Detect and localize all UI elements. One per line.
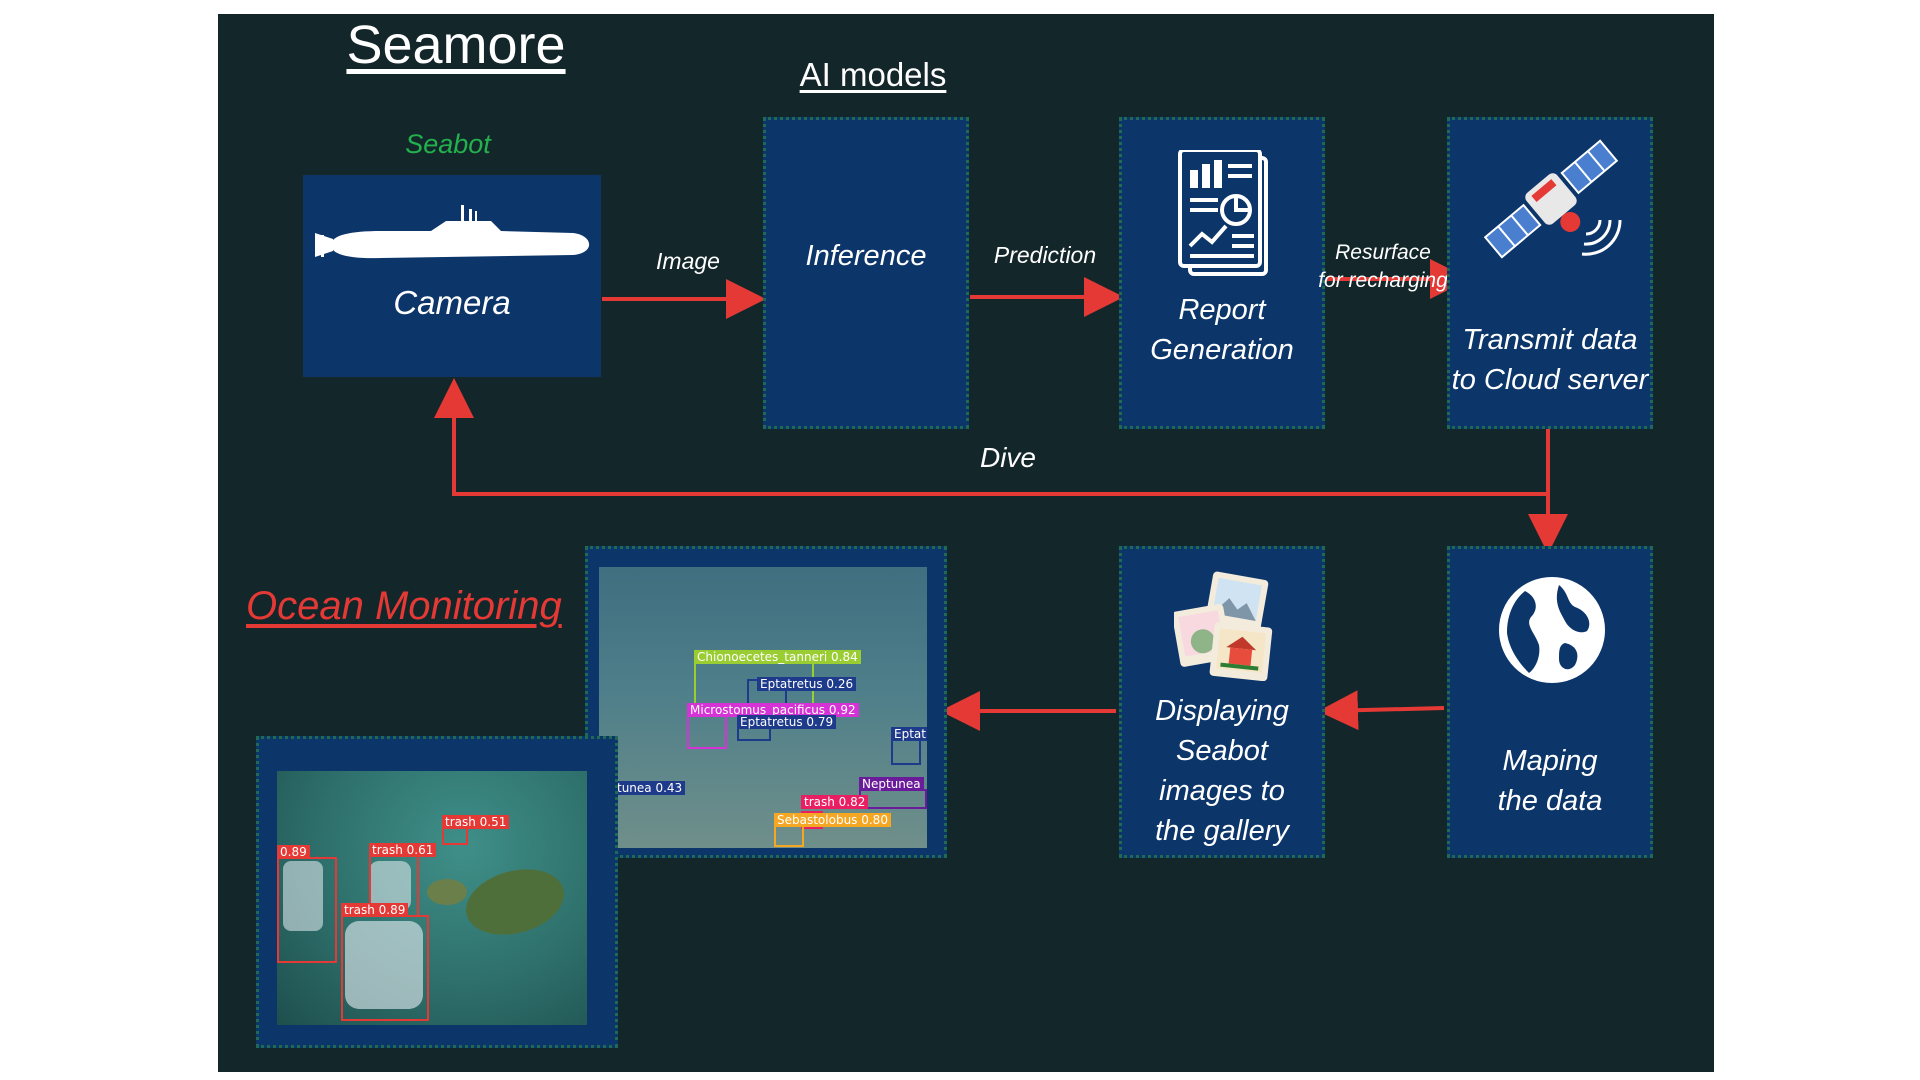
globe-icon	[1499, 577, 1605, 683]
detection-label: Eptatretus 0.26	[757, 677, 857, 691]
inference-node: Inference	[763, 117, 969, 429]
turtle-image: trash 0.51 0.89 trash 0.61 trash 0.89	[277, 771, 587, 1025]
detection-box	[859, 789, 927, 809]
mapping-node: Maping the data	[1447, 546, 1653, 858]
edge-label-recharging: for recharging	[1318, 269, 1448, 292]
mapping-label-line1: Maping	[1502, 745, 1598, 777]
page-title: Seamore	[346, 15, 566, 75]
turtle-detection-panel: trash 0.51 0.89 trash 0.61 trash 0.89	[256, 736, 618, 1048]
turtle-head	[427, 879, 467, 905]
detection-box	[341, 915, 429, 1021]
report-icon	[1178, 150, 1268, 276]
detection-box	[774, 825, 804, 847]
detection-label: 0.89	[277, 845, 310, 859]
diagram-canvas: Seamore AI models Seabot Camera Image In…	[218, 14, 1714, 1072]
turtle-shape	[458, 859, 572, 945]
detection-label: trash 0.89	[341, 903, 409, 917]
seafloor-detection-panel: Chionoecetes_tanneri 0.84 Eptatretus 0.2…	[585, 546, 947, 858]
gallery-label-line2: Seabot	[1176, 735, 1268, 767]
satellite-icon	[1483, 139, 1622, 259]
gallery-label-line4: the gallery	[1155, 815, 1289, 847]
detection-box	[442, 827, 468, 845]
arrow-dive	[434, 378, 1550, 496]
edge-label-prediction: Prediction	[993, 242, 1097, 268]
arrow-mapping-to-gallery	[1318, 690, 1445, 731]
gallery-node: Displaying Seabot images to the gallery	[1119, 546, 1325, 858]
plastic-bag	[369, 861, 411, 911]
edge-label-image: Image	[656, 248, 720, 274]
mapping-label-line2: the data	[1497, 785, 1603, 817]
report-label-line1: Report	[1178, 294, 1266, 326]
detection-label: Eptat	[891, 727, 927, 741]
transmit-label-line2: to Cloud server	[1451, 364, 1649, 396]
seabot-label: Seabot	[405, 129, 491, 159]
report-label-line2: Generation	[1150, 334, 1294, 366]
transmit-node: Transmit data to Cloud server	[1447, 117, 1653, 429]
submarine-icon	[315, 205, 590, 259]
edge-label-dive: Dive	[979, 442, 1036, 473]
detection-box	[891, 737, 921, 765]
report-generation-node: Report Generation	[1119, 117, 1325, 429]
detection-label: trash 0.61	[369, 843, 437, 857]
detection-label: Neptunea	[859, 777, 924, 791]
detection-label: trash 0.82	[801, 795, 869, 809]
detection-label: Eptatretus 0.79	[737, 715, 837, 729]
photos-icon	[1174, 571, 1273, 681]
detection-label: eptunea 0.43	[599, 781, 686, 795]
detection-box	[687, 715, 727, 749]
edge-label-resurface: Resurface	[1335, 241, 1431, 264]
detection-box	[277, 857, 337, 963]
seafloor-image: Chionoecetes_tanneri 0.84 Eptatretus 0.2…	[599, 567, 927, 848]
connectors	[434, 259, 1568, 731]
detection-label: trash 0.51	[442, 815, 510, 829]
gallery-label-line3: images to	[1159, 775, 1285, 807]
plastic-bag	[283, 861, 323, 931]
inference-label: Inference	[805, 240, 927, 272]
plastic-bag	[345, 921, 423, 1009]
camera-node: Camera	[303, 175, 601, 377]
detection-label: Chionoecetes_tanneri 0.84	[694, 650, 861, 664]
camera-label: Camera	[393, 284, 511, 321]
ai-models-label: AI models	[799, 56, 947, 93]
gallery-label-line1: Displaying	[1155, 695, 1289, 727]
detection-label: Microstomus_pacificus 0.92	[687, 703, 859, 717]
transmit-label-line1: Transmit data	[1462, 324, 1638, 356]
ocean-monitoring-label: Ocean Monitoring	[246, 584, 562, 628]
detection-label: Sebastolobus 0.80	[774, 813, 891, 827]
